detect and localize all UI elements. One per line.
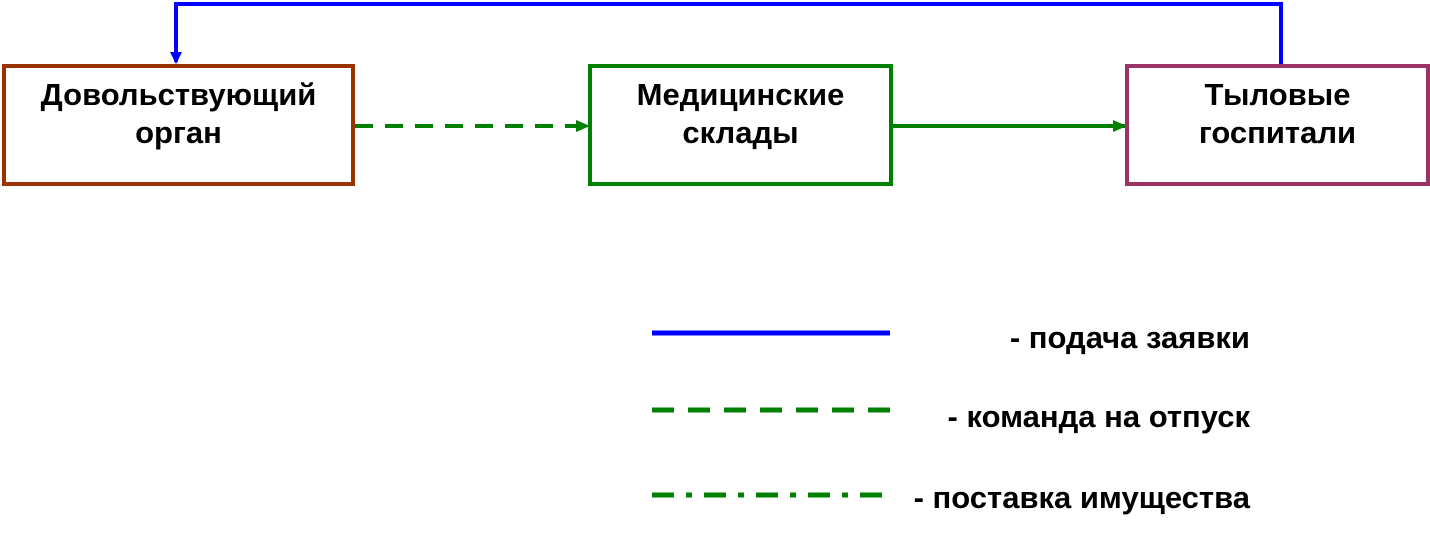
medical-warehouses-label: Медицинские склады — [636, 77, 845, 150]
request-connector — [170, 2, 1283, 64]
supply-organ-label: Довольствующий орган — [40, 77, 317, 150]
legend-request-label: - подача заявки — [1009, 320, 1250, 355]
legend-release-label: - команда на отпуск — [947, 399, 1250, 434]
supply-organ-box: Довольствующий орган — [2, 64, 355, 186]
legend-delivery-label: - поставка имущества — [913, 480, 1250, 515]
medical-warehouses-box: Медицинские склады — [588, 64, 893, 186]
rear-hospitals-box: Тыловые госпитали — [1125, 64, 1430, 186]
rear-hospitals-label: Тыловые госпитали — [1198, 77, 1357, 150]
